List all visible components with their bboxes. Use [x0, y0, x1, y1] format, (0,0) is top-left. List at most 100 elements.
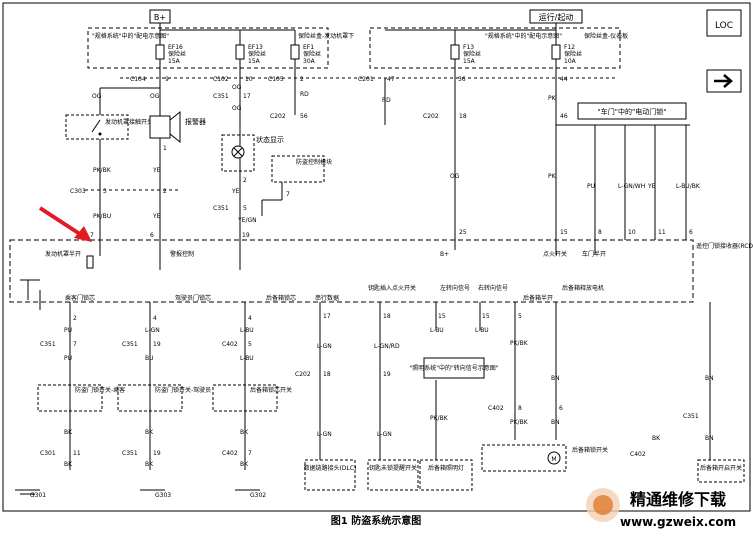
- fuse-box-left-note: "规格系统"中的"配电示意图": [92, 32, 169, 40]
- svg-text:10: 10: [245, 76, 253, 83]
- figure-caption: 图1 防盗系统示意图: [331, 514, 421, 527]
- trunk-motor-column: 5 PK/BK C402 8 PK/BK BN 6 BN M 后备箱锁开关 BK…: [481, 302, 661, 472]
- svg-text:36: 36: [458, 76, 466, 83]
- svg-text:5: 5: [518, 313, 522, 320]
- svg-text:保险丝: 保险丝: [303, 50, 321, 58]
- svg-text:驾驶员门锁芯: 驾驶员门锁芯: [175, 294, 211, 302]
- svg-text:46: 46: [560, 113, 568, 120]
- svg-text:C202: C202: [295, 371, 311, 378]
- svg-text:B+: B+: [440, 251, 449, 258]
- svg-text:1: 1: [163, 145, 167, 152]
- svg-text:BK: BK: [145, 429, 154, 436]
- svg-text:L-BU: L-BU: [430, 327, 444, 334]
- svg-text:17: 17: [243, 93, 251, 100]
- fuse-ef1: EF1 保险丝 30A: [290, 30, 321, 78]
- svg-text:防盗门锁开关-乘客: 防盗门锁开关-乘客: [75, 386, 125, 394]
- turn-signal-column: 15 15 L-BU L-BU "照明系统"中的"转向信号示意图": [409, 302, 499, 379]
- door-lock-reference: "车门"中的"电动门锁" PU L-GN/WH YE L-BU/BK 8 10 …: [577, 102, 701, 240]
- rd-circuit: RD C202 56 RD: [270, 78, 391, 125]
- svg-text:保险丝: 保险丝: [463, 50, 481, 58]
- svg-text:BK: BK: [64, 429, 73, 436]
- svg-text:C303: C303: [70, 188, 86, 195]
- svg-text:钥匙未锁提醒开关: 钥匙未锁提醒开关: [369, 464, 417, 472]
- svg-text:BN: BN: [551, 419, 560, 426]
- connector-c104: C104: [130, 76, 146, 83]
- svg-text:乘客门锁芯: 乘客门锁芯: [65, 294, 95, 302]
- svg-text:C402: C402: [222, 341, 238, 348]
- svg-text:OG: OG: [150, 93, 160, 100]
- ignition-label: 点火开关: [543, 250, 567, 258]
- svg-text:右转向信号: 右转向信号: [478, 284, 508, 292]
- svg-text:18: 18: [323, 371, 331, 378]
- svg-text:47: 47: [387, 76, 395, 83]
- svg-text:运行/起动: 运行/起动: [539, 12, 574, 22]
- svg-text:LOC: LOC: [715, 21, 733, 31]
- svg-text:19: 19: [153, 341, 161, 348]
- svg-text:7: 7: [286, 191, 290, 198]
- watermark-url: www.gzweix.com: [620, 515, 736, 529]
- svg-text:15: 15: [438, 313, 446, 320]
- svg-text:7: 7: [90, 232, 94, 239]
- fuse-ef16: EF16 保险丝 15A: [155, 30, 186, 78]
- svg-text:PU: PU: [64, 355, 72, 362]
- status-lamp-circuit: OG C351 17 OG 状态显示 2 YE C351 5 YE/GN 19 …: [213, 78, 332, 240]
- svg-text:C351: C351: [40, 341, 56, 348]
- fuse-ef13: EF13 保险丝 15A: [235, 30, 266, 78]
- svg-text:5: 5: [248, 341, 252, 348]
- svg-text:PK/BK: PK/BK: [93, 167, 112, 174]
- diagram-frame: [2, 2, 751, 512]
- svg-text:L-BU: L-BU: [240, 355, 254, 362]
- pointer-arrow-icon: [38, 206, 92, 242]
- alarm-ctrl-label: 警报控制: [170, 250, 194, 258]
- svg-text:17: 17: [323, 313, 331, 320]
- horn-label: 报警器: [185, 117, 206, 126]
- loc-box: LOC: [706, 9, 742, 37]
- svg-text:数据链路接头(DLC): 数据链路接头(DLC): [304, 464, 357, 472]
- svg-text:BK: BK: [240, 461, 249, 468]
- hood-switch-circuit: OG 发动机罩接触开关 PK/BK C303 3 PK/BU 7: [65, 78, 180, 240]
- svg-text:11: 11: [658, 229, 666, 236]
- receiver-module-box: [9, 239, 694, 303]
- svg-text:BN: BN: [705, 435, 714, 442]
- fuse-box-left-title: 保险丝盒-发动机罩下: [298, 32, 354, 40]
- svg-text:C351: C351: [683, 413, 699, 420]
- svg-text:15: 15: [482, 313, 490, 320]
- svg-text:PK: PK: [548, 95, 557, 102]
- svg-text:L-BU/BK: L-BU/BK: [676, 183, 701, 190]
- svg-text:4: 4: [153, 315, 157, 322]
- next-page-arrow-icon[interactable]: [706, 69, 742, 93]
- connector-c105: C105: [268, 76, 284, 83]
- theft-module-label: 防盗控制模块: [296, 158, 332, 166]
- svg-text:19: 19: [242, 232, 250, 239]
- svg-text:PK/BK: PK/BK: [510, 419, 529, 426]
- svg-text:15: 15: [560, 229, 568, 236]
- svg-text:18: 18: [459, 113, 467, 120]
- svg-text:BN: BN: [705, 375, 714, 382]
- svg-text:L-GN: L-GN: [317, 343, 332, 350]
- svg-text:5: 5: [243, 205, 247, 212]
- svg-text:L-BU: L-BU: [475, 327, 489, 334]
- connector-c201: C201: [358, 76, 374, 83]
- svg-text:保险丝: 保险丝: [564, 50, 582, 58]
- connector-c102: C102: [213, 76, 229, 83]
- svg-text:G302: G302: [250, 492, 266, 499]
- svg-text:19: 19: [383, 371, 391, 378]
- svg-text:YE: YE: [231, 188, 240, 195]
- status-lamp-label: 状态显示: [256, 135, 284, 144]
- door-ajar-label: 车门半开: [582, 250, 606, 258]
- svg-text:BK: BK: [652, 435, 661, 442]
- watermark: 精通维修下载 www.gzweix.com: [586, 488, 736, 529]
- ground-g302: G302: [235, 489, 266, 499]
- svg-text:左转向信号: 左转向信号: [440, 284, 470, 292]
- svg-text:OG: OG: [232, 84, 242, 91]
- svg-text:后备箱锁芯开关: 后备箱锁芯开关: [250, 386, 292, 394]
- svg-text:25: 25: [459, 229, 467, 236]
- svg-text:PK/BK: PK/BK: [430, 415, 449, 422]
- svg-text:6: 6: [150, 232, 154, 239]
- svg-text:C301: C301: [40, 450, 56, 457]
- svg-text:L-GN/WH: L-GN/WH: [618, 183, 645, 190]
- svg-text:3: 3: [103, 188, 107, 195]
- svg-text:6: 6: [559, 405, 563, 412]
- svg-text:2: 2: [243, 177, 247, 184]
- svg-text:PU: PU: [64, 327, 72, 334]
